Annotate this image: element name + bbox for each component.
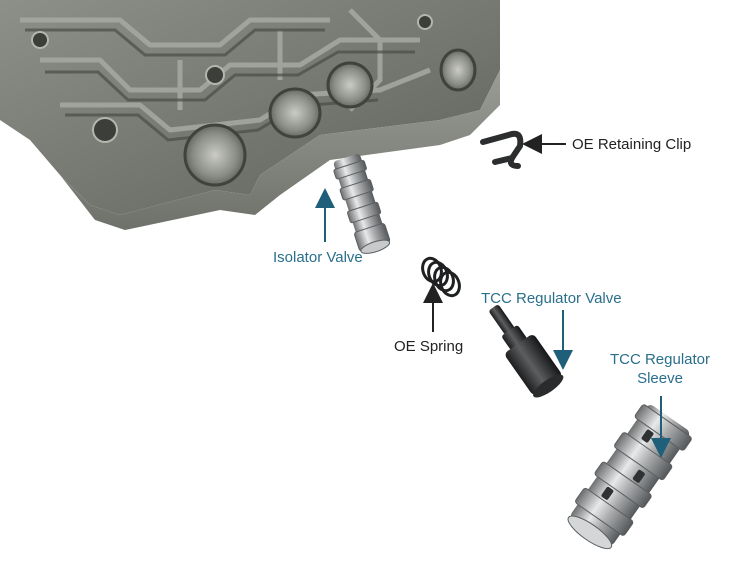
tcc-regulator-sleeve-label-line1: TCC Regulator (609, 351, 711, 368)
oe-spring-part (421, 256, 461, 298)
retaining-clip-label: OE Retaining Clip (572, 136, 692, 153)
callout-arrows (315, 134, 671, 458)
tcc-regulator-sleeve-label: TCC Regulator Sleeve (596, 350, 724, 388)
valve-bores (183, 48, 477, 187)
valve-body-casting (0, 0, 500, 230)
isolator-valve-part (333, 154, 391, 254)
tcc-regulator-valve-label: TCC Regulator Valve (481, 290, 622, 307)
isolator-valve-label: Isolator Valve (273, 249, 363, 266)
retaining-clip-part (480, 130, 524, 169)
tcc-regulator-sleeve-label-line2: Sleeve (637, 370, 683, 387)
tcc-regulator-valve-part (489, 305, 564, 398)
oe-spring-label: OE Spring (394, 338, 464, 355)
tcc-regulator-sleeve-part (567, 404, 692, 550)
